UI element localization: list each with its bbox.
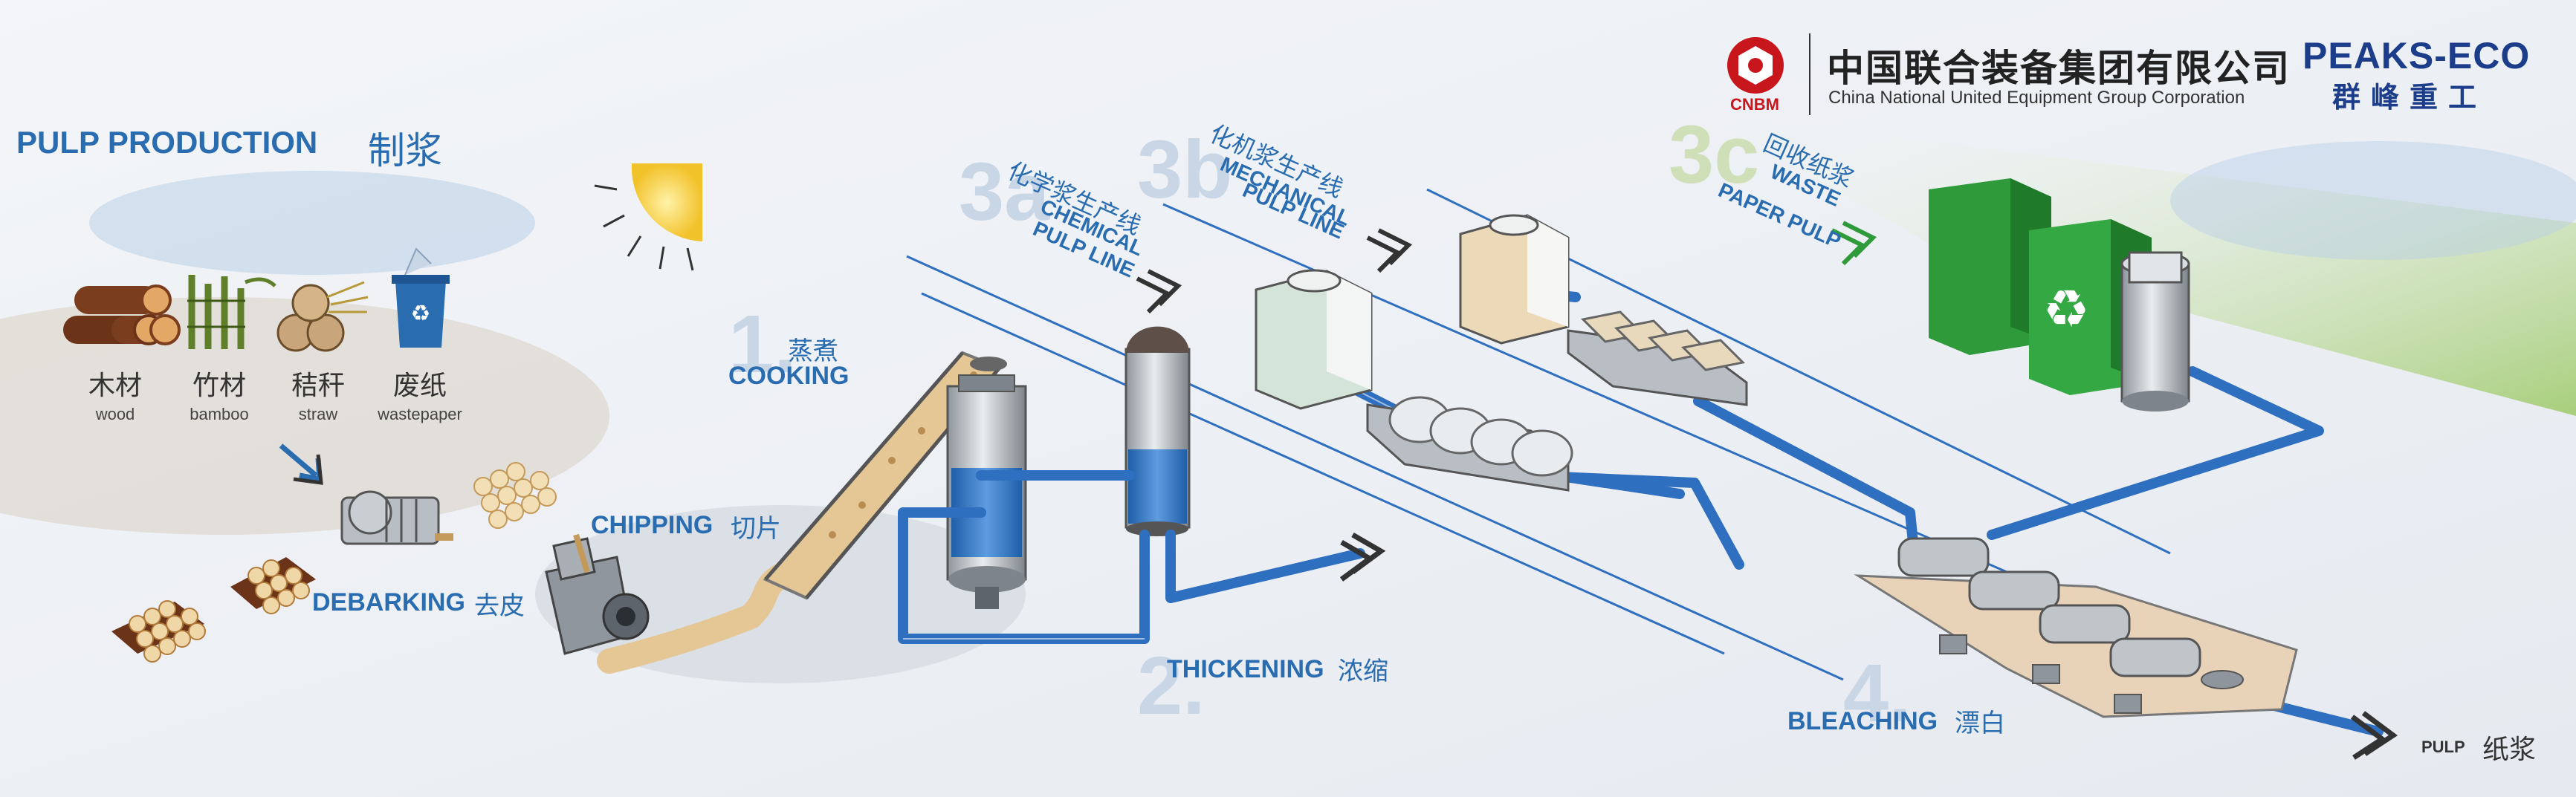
pulper-tank-icon: [1459, 214, 1570, 345]
recycle-bin-icon: ♻: [392, 247, 450, 348]
ground-wash-left: [0, 297, 609, 535]
step-thickening-number: 2.: [1137, 640, 1206, 732]
step-debarking-label-cn: 去皮: [474, 591, 525, 621]
mechanical-pulp-tank-icon: [1255, 269, 1373, 410]
log-pile-1-icon: [111, 600, 206, 663]
line-3b-arrow-icon: [1366, 228, 1413, 273]
material-bamboo-en: bamboo: [190, 405, 249, 423]
screening-unit-icon: [1567, 310, 1748, 406]
peaks-eco-logo-cn: 群峰重工: [2332, 81, 2488, 114]
step-bleaching-number: 4.: [1843, 648, 1912, 739]
step-chipping-label: CHIPPING: [591, 511, 713, 539]
debarking-machine-icon: [340, 490, 453, 545]
svg-text:♻: ♻: [2043, 279, 2090, 339]
chip-stream: [597, 559, 800, 674]
step-cooking-number: 1.: [728, 299, 797, 390]
sun-icon: [594, 163, 702, 271]
line-3a-arrow-icon: [1136, 269, 1182, 314]
line-3a-number: 3a: [959, 146, 1050, 238]
line-3b-number: 3b: [1137, 124, 1233, 215]
step-chipping-label-cn: 切片: [731, 514, 781, 544]
chipping-machine-icon: [545, 533, 650, 655]
debarked-log-pile-icon: [473, 462, 557, 529]
material-wood-en: wood: [95, 405, 135, 423]
output-pulp-label-cn: 纸浆: [2482, 735, 2537, 765]
sky-wash: [89, 171, 535, 275]
material-straw-en: straw: [298, 405, 338, 423]
page-title-cn: 制浆: [368, 129, 442, 172]
material-wastepaper-en: wastepaper: [378, 405, 462, 423]
material-bamboo-cn: 竹材: [192, 371, 246, 401]
step-cooking-label-cn: 蒸煮: [788, 336, 838, 366]
step-thickening-label-cn: 浓缩: [1338, 657, 1388, 686]
cooking-digester-icon: [946, 374, 1027, 609]
line-3c-number: 3c: [1669, 109, 1760, 201]
mechanical-refiner-icon: [1366, 396, 1573, 492]
pipes: [898, 288, 2384, 737]
cnbm-logo-icon: [1727, 37, 1784, 94]
peaks-eco-logo: PEAKS-ECO: [2302, 35, 2531, 77]
company-name-en: China National United Equipment Group Co…: [1828, 88, 2245, 108]
straw-icon: [276, 281, 369, 352]
step-bleaching-label: BLEACHING: [1787, 707, 1938, 735]
step-thickening-label: THICKENING: [1167, 655, 1324, 683]
step-debarking-label: DEBARKING: [312, 588, 465, 617]
svg-text:♻: ♻: [411, 301, 431, 327]
wood-icon: [63, 284, 181, 345]
sky-wash-right: [2170, 141, 2576, 260]
thickening-tank-icon: [1124, 326, 1191, 536]
bamboo-icon: [187, 275, 276, 349]
material-wastepaper-cn: 废纸: [392, 371, 447, 401]
company-name-cn: 中国联合装备集团有限公司: [1827, 47, 2291, 90]
thickening-arrow-icon: [1339, 532, 1386, 582]
bleaching-platform-icon: [1854, 537, 2298, 718]
material-wood-cn: 木材: [88, 371, 142, 401]
output-pulp-label: PULP: [2421, 738, 2465, 756]
arrow-outline: [293, 454, 323, 485]
hydrapulper-icon: [2120, 251, 2190, 411]
log-pile-2-icon: [230, 557, 316, 614]
pulp-output-arrow-icon: [2350, 711, 2398, 760]
cnbm-label: CNBM: [1730, 95, 1779, 114]
step-cooking-label: COOKING: [728, 362, 850, 390]
material-straw-cn: 秸秆: [291, 371, 345, 401]
step-bleaching-label-cn: 漂白: [1955, 709, 2005, 738]
line-3c-arrow-icon: [1831, 221, 1877, 266]
page-title: PULP PRODUCTION: [16, 125, 318, 160]
